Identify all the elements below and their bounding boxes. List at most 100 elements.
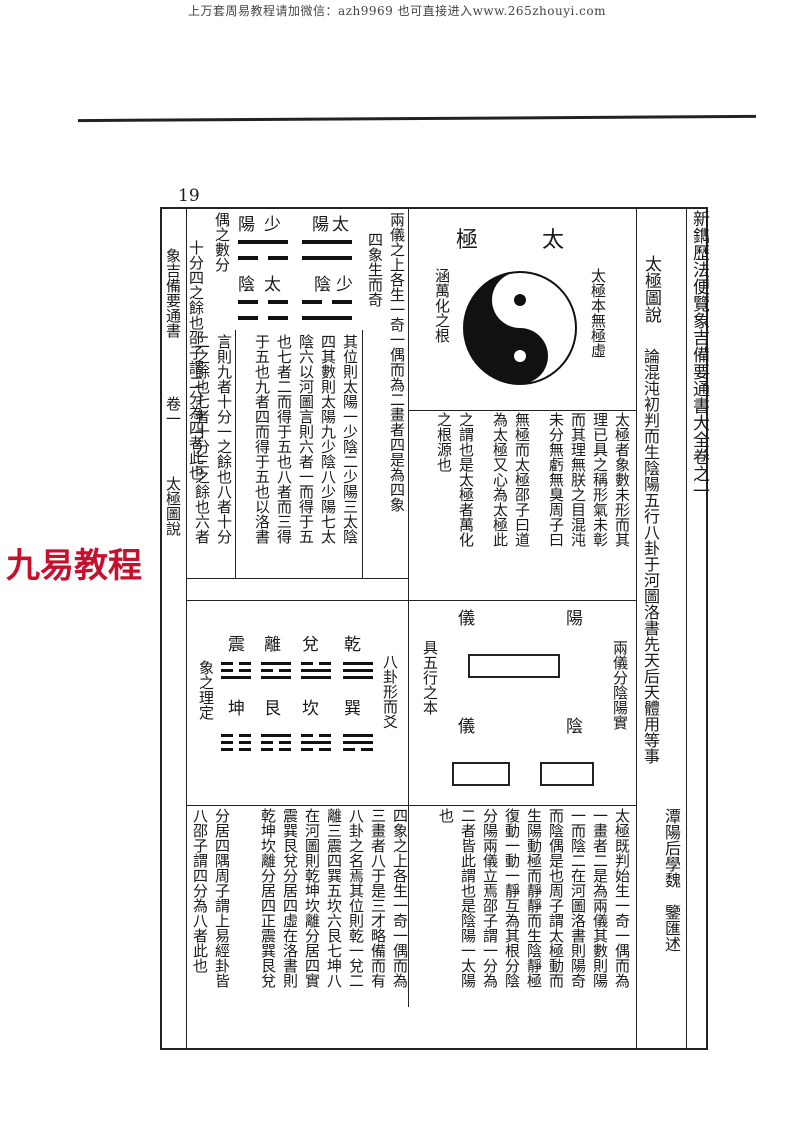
divider — [362, 330, 363, 578]
yin-bar — [238, 256, 258, 260]
text-line: 乾坤坎離分居四正震巽艮兌 — [259, 808, 277, 988]
text-line: 為太極又心為太極此 — [491, 412, 509, 547]
top-rule — [77, 114, 757, 123]
yin-bar — [268, 316, 288, 320]
text-line: 二之餘也七者十分三之餘也六者 — [193, 334, 211, 544]
text-line: 而其理無朕之目混沌 — [569, 412, 587, 547]
page-frame — [160, 207, 708, 1050]
trigram-name: 巽 — [344, 699, 361, 719]
divider — [686, 207, 687, 1050]
yang-label: 陽 — [566, 609, 583, 629]
text-line: 二者皆此謂也是陰陽一太陽 — [459, 808, 477, 988]
text-line: 八邵子謂四分為八者此也 — [191, 808, 209, 973]
text-line: 復動一動一靜互為其根分陰 — [503, 808, 521, 988]
text-line: 離三震四巽五坎六艮七坤八 — [325, 808, 343, 988]
yin-bar — [268, 256, 288, 260]
trigram-name: 坎 — [302, 699, 319, 719]
text-line: 也七者二而得于五也八者而三得 — [275, 334, 293, 544]
text-line: 震巽艮兌分居四虛在洛書則 — [281, 808, 299, 988]
yi-label: 儀 — [458, 717, 475, 737]
text-line: 四其數則太陽九少陰八少陽七太 — [319, 334, 337, 544]
four-label: 少 — [336, 275, 353, 295]
text-line: 理已具之稱形氣未彰 — [591, 412, 609, 547]
text-line: 十分四之餘也邵子謂二分為四者此也 — [187, 240, 205, 480]
taiji-title-char: 極 — [456, 228, 479, 253]
yin-line-box-left — [452, 762, 510, 786]
section-subtitle: 論混沌初判而生陰陽五行八卦于河圖洛書先天后天體用等事 — [641, 348, 660, 764]
text-line: 太極既判始生一奇一偶而為 — [613, 808, 631, 988]
book-edge-volume: 卷一 — [164, 396, 182, 426]
text-line: 陰六以河圖言則六者一而得于五 — [297, 334, 315, 544]
trigram-name: 艮 — [264, 699, 281, 719]
yin-bar — [238, 300, 258, 304]
yin-yang-icon — [463, 271, 577, 385]
text-line: 一畫者二是為兩儀其數則陽 — [591, 808, 609, 988]
trigram-name: 離 — [264, 635, 281, 655]
text-line: 偶之數分 — [213, 212, 231, 272]
divider — [235, 330, 236, 578]
text-line: 分居四隅周子謂上易經卦皆 — [213, 808, 231, 988]
trigram-name: 震 — [228, 635, 245, 655]
text-line: 也 — [437, 808, 455, 823]
four-label: 太 — [332, 215, 349, 235]
taiji-caption-right: 太極本無極虛 — [589, 268, 607, 358]
divider — [186, 805, 636, 806]
taiji-title-char: 太 — [542, 228, 565, 253]
divider — [186, 600, 636, 601]
author-line: 潭陽后學魏 鑒匯述 — [662, 808, 681, 952]
divider — [636, 207, 637, 1050]
text-line: 太極者象數未形而其 — [613, 412, 631, 547]
text-line: 于五也九者四而得于五也以洛書 — [253, 334, 271, 544]
text-line: 言則九者十分一之餘也八者十分 — [215, 334, 233, 544]
text-line: 三畫者八于是三才略備而有 — [369, 808, 387, 988]
four-label: 陽 — [312, 215, 329, 235]
divider — [408, 207, 409, 1007]
book-edge-title: 象吉備要通書 — [164, 248, 182, 338]
four-label: 少 — [264, 215, 281, 235]
text-line: 八卦之名焉其位則乾一兌二 — [347, 808, 365, 988]
divider — [186, 578, 408, 579]
trigram-name: 乾 — [344, 635, 361, 655]
trigram-icons — [221, 662, 373, 751]
yin-bar — [238, 316, 258, 320]
yang-line-box — [468, 654, 560, 678]
book-edge-section: 太極圖說 — [164, 476, 182, 536]
text-line: 而陰偶是也周子謂太極動而 — [547, 808, 565, 988]
wuxing-caption: 具五行之本 — [421, 640, 439, 715]
four-label: 陽 — [238, 215, 255, 235]
text-line: 四象之上各生一奇一偶而為 — [391, 808, 409, 988]
page-number: 19 — [178, 186, 200, 206]
text-line: 之根源也 — [435, 412, 453, 472]
four-label: 陰 — [314, 275, 331, 295]
yin-label: 陰 — [566, 717, 583, 737]
text-line: 在河圖則乾坤坎離分居四實 — [303, 808, 321, 988]
text-line: 無極而太極邵子曰道 — [513, 412, 531, 547]
book-title: 新鐫歷法便覽象吉備要通書大全卷之一 — [689, 210, 709, 499]
divider — [408, 410, 636, 411]
yang-bar — [238, 240, 288, 244]
text-line: 之謂也是太極者萬化 — [457, 412, 475, 547]
yi-label: 儀 — [458, 609, 475, 629]
yin-line-box-right — [540, 762, 594, 786]
yin-bar — [302, 300, 322, 304]
trigram-name: 兌 — [302, 635, 319, 655]
bagua-caption-left: 象之理定 — [197, 660, 215, 720]
bagua-caption: 八卦形而爻 — [381, 654, 399, 729]
text-line: 生陽動極而靜靜而生陰靜極 — [525, 808, 543, 988]
taiji-caption-left: 涵萬化之根 — [433, 268, 451, 343]
text-line: 兩儀之上各生一奇一偶而為二畫者四是為四象 — [388, 212, 406, 512]
section-title: 太極圖說 — [641, 255, 661, 323]
text-line: 分陽兩儀立焉邵子謂一分為 — [481, 808, 499, 988]
text-line: 未分無虧無臭周子曰 — [547, 412, 565, 547]
yang-bar — [302, 256, 352, 260]
brand-logo: 九易教程 — [2, 538, 146, 587]
yin-bar — [268, 300, 288, 304]
liangyi-caption: 兩儀分陰陽實 — [611, 640, 629, 730]
divider — [186, 207, 187, 1050]
trigram-name: 坤 — [228, 699, 245, 719]
text-line: 四象生而奇 — [366, 232, 384, 307]
yang-bar — [302, 240, 352, 244]
four-label: 陰 — [238, 275, 255, 295]
text-line: 其位則太陽一少陰二少陽三太陰 — [341, 334, 359, 544]
yang-bar — [302, 316, 352, 320]
